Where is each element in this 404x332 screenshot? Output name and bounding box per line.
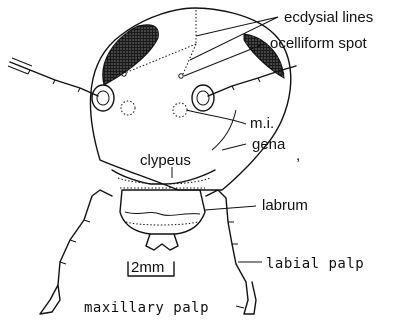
labrum-plate [120, 190, 205, 234]
antenna-left [10, 62, 98, 96]
leader-gena [222, 144, 246, 150]
label-gena: gena [252, 136, 286, 153]
compound-eye-left [103, 25, 159, 85]
mouthparts-tip [146, 234, 178, 250]
maxillary-palp-left [40, 285, 60, 314]
antennal-socket-left [92, 85, 114, 111]
mi-circle-left [121, 101, 135, 115]
leader-mi [187, 110, 246, 124]
leader-maxillary-palp [236, 306, 244, 308]
label-scale: 2mm [131, 259, 164, 276]
antennal-socket-right [192, 85, 214, 111]
label-ocelliform-spot: ocelliform spot [270, 35, 368, 52]
leader-labrum [205, 206, 256, 210]
labial-palp-right [206, 190, 236, 264]
tick-mark: , [296, 147, 300, 164]
labial-palp-left [58, 190, 112, 285]
label-mi: m.i. [250, 115, 274, 132]
label-labial-palp: labial palp [266, 256, 364, 272]
label-ecdysial-lines: ecdysial lines [284, 9, 373, 26]
ocelliform-spot-right [179, 74, 183, 78]
label-labrum: labrum [262, 197, 308, 214]
label-maxillary-palp: maxillary palp [84, 300, 209, 316]
mi-circle-right [173, 103, 187, 117]
label-clypeus: clypeus [140, 152, 191, 169]
clypeus-plate [112, 170, 215, 184]
leader-ocelliform [184, 44, 264, 76]
